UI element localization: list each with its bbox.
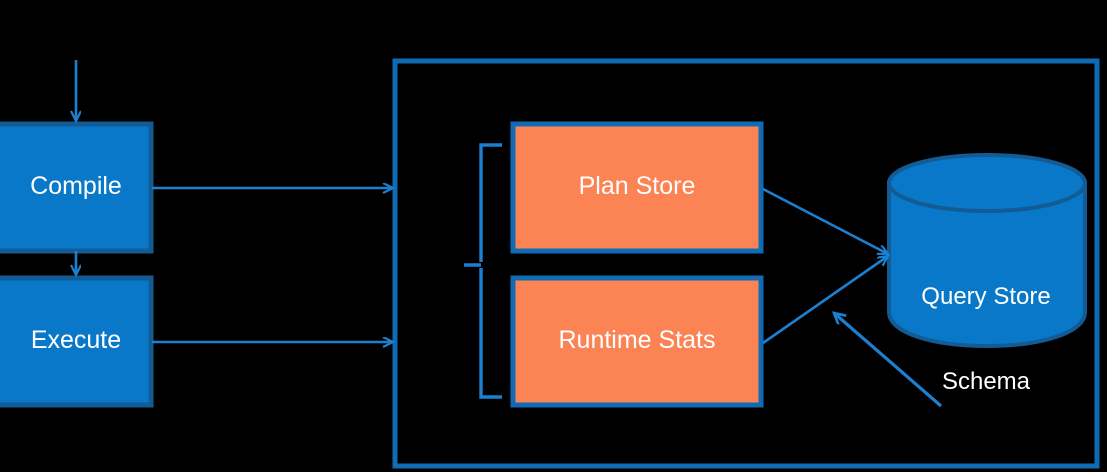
connector-plan-store-to-schema [762, 187, 888, 256]
store-group-brace-icon [464, 143, 502, 399]
query-store-container [392, 58, 1100, 469]
connector-runtime-stats-to-schema [762, 256, 888, 345]
compile-box[interactable] [0, 121, 154, 254]
connector-external-to-schema [834, 313, 943, 408]
plan-store-box[interactable] [510, 121, 764, 254]
query-store-schema-cylinder[interactable] [887, 153, 1087, 349]
runtime-stats-box[interactable] [510, 275, 764, 408]
execute-box[interactable] [0, 275, 154, 408]
